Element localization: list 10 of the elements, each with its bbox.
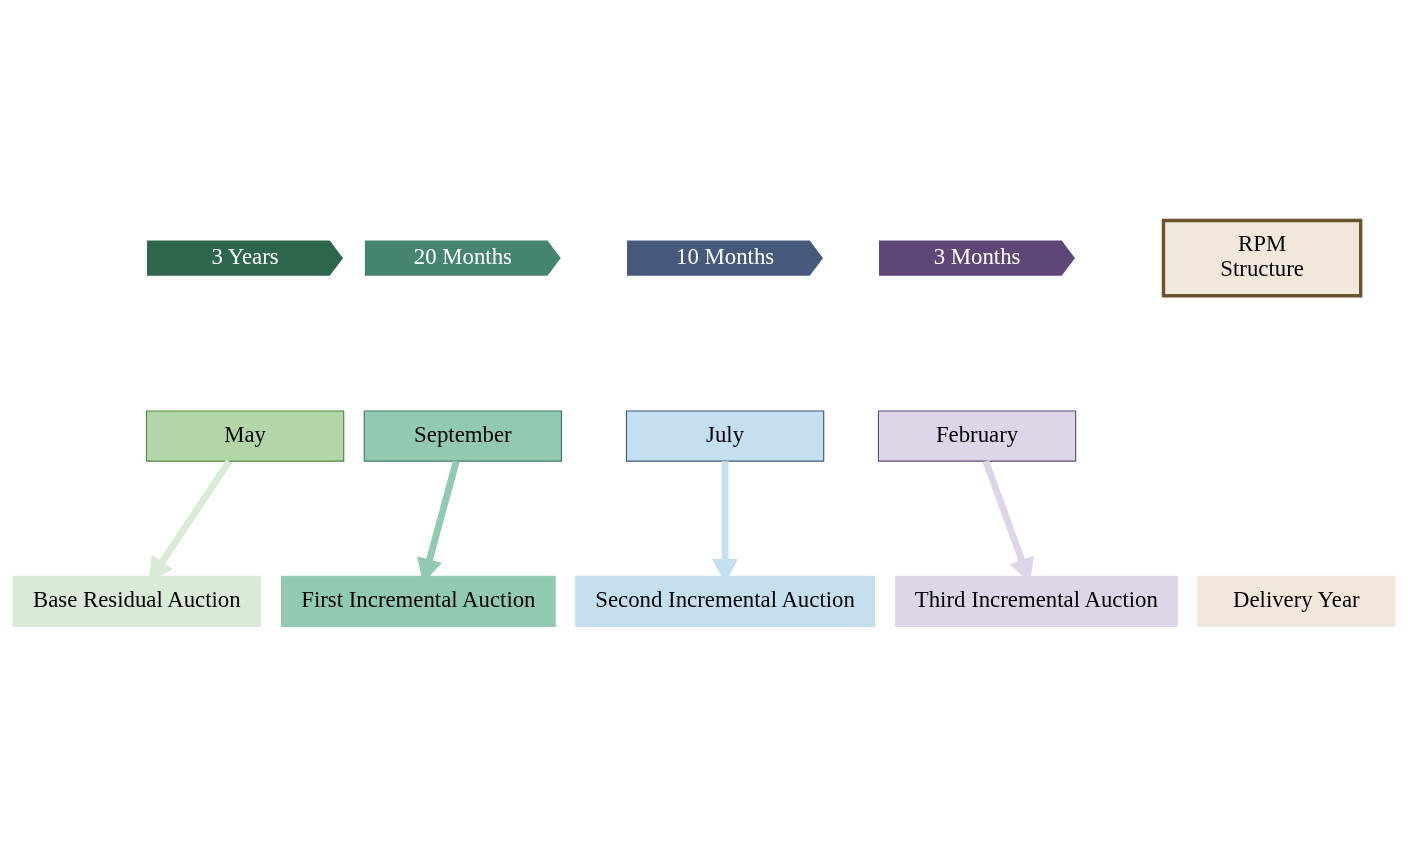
node-box: Second Incremental Auction xyxy=(575,575,876,627)
node-box: February xyxy=(877,410,1077,462)
node-box: RPM Structure xyxy=(1161,218,1363,298)
node-box: September xyxy=(363,410,563,462)
node-box: Delivery Year xyxy=(1197,575,1396,627)
node-box: First Incremental Auction xyxy=(281,575,556,627)
node-box: Base Residual Auction xyxy=(12,575,262,627)
node-box: July xyxy=(625,410,825,462)
node-box: May xyxy=(145,410,345,462)
node-box: Third Incremental Auction xyxy=(894,575,1178,627)
